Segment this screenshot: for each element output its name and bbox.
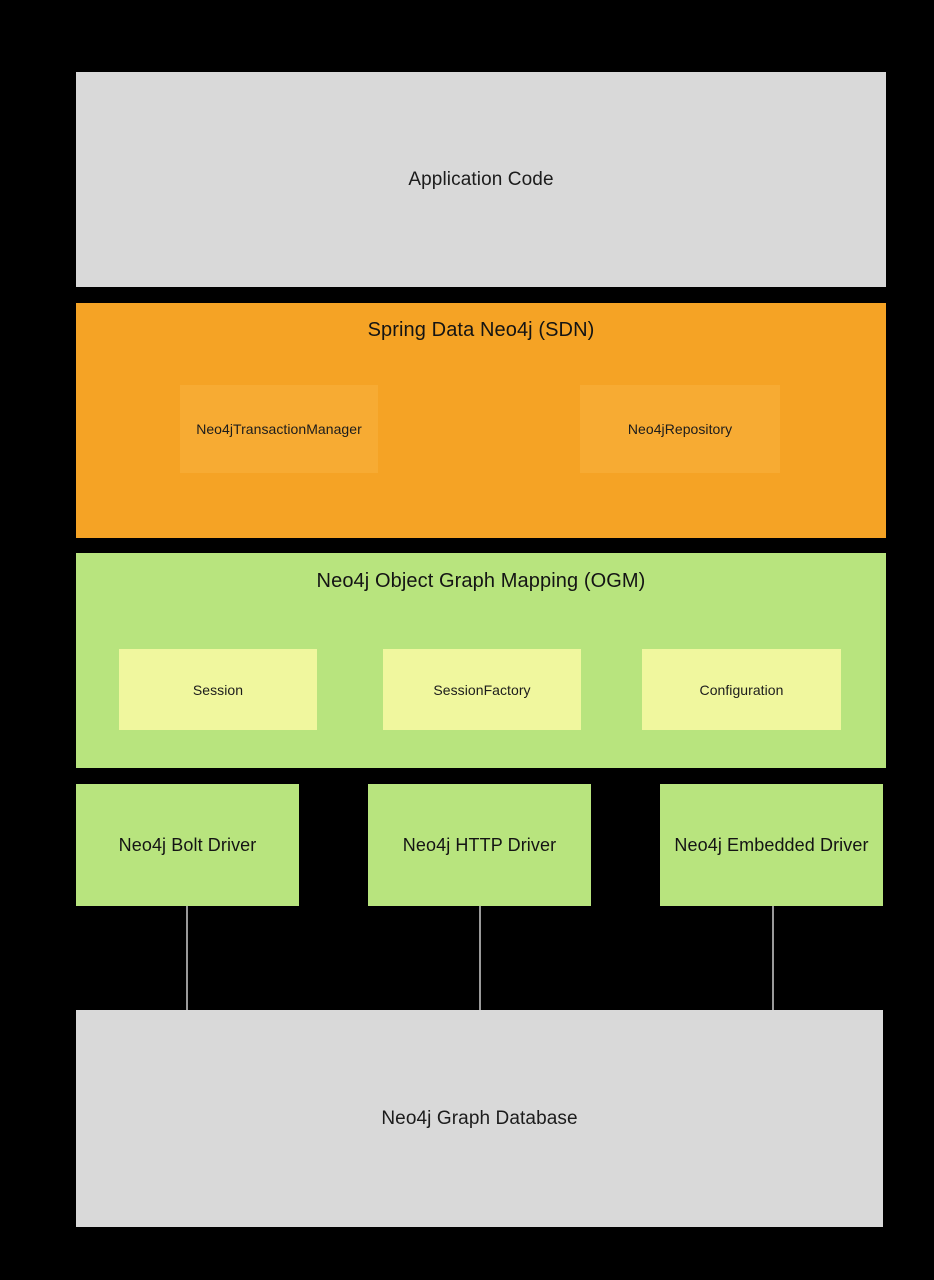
sdn-component-repository-label: Neo4jRepository [627, 421, 733, 437]
layer-neo4j-ogm: Neo4j Object Graph Mapping (OGM) Session… [76, 553, 886, 768]
ogm-component-configuration: Configuration [642, 649, 841, 730]
sdn-component-transaction-manager-label: Neo4jTransactionManager [196, 421, 362, 437]
ogm-component-configuration-label: Configuration [699, 681, 784, 698]
layer-spring-data-neo4j: Spring Data Neo4j (SDN) Neo4jTransaction… [76, 303, 886, 538]
driver-box-http: Neo4j HTTP Driver [368, 784, 591, 906]
ogm-component-session-label: Session [192, 681, 244, 698]
driver-box-embedded-label: Neo4j Embedded Driver [674, 834, 869, 855]
driver-box-http-label: Neo4j HTTP Driver [402, 834, 557, 855]
layer-neo4j-graph-database: Neo4j Graph Database [76, 1010, 883, 1227]
driver-box-embedded: Neo4j Embedded Driver [660, 784, 883, 906]
connector-line-embedded-to-database [772, 906, 774, 1010]
sdn-component-transaction-manager: Neo4jTransactionManager [180, 385, 378, 473]
sdn-title: Spring Data Neo4j (SDN) [367, 319, 595, 341]
sdn-component-repository: Neo4jRepository [580, 385, 780, 473]
driver-box-bolt-label: Neo4j Bolt Driver [118, 834, 257, 855]
driver-box-bolt: Neo4j Bolt Driver [76, 784, 299, 906]
application-code-label: Application Code [408, 168, 554, 190]
connector-line-bolt-to-database [186, 906, 188, 1010]
graph-database-label: Neo4j Graph Database [381, 1107, 578, 1129]
ogm-title: Neo4j Object Graph Mapping (OGM) [316, 570, 646, 592]
ogm-component-session: Session [119, 649, 317, 730]
ogm-component-session-factory-label: SessionFactory [433, 681, 531, 698]
connector-line-http-to-database [479, 906, 481, 1010]
layer-application-code: Application Code [76, 72, 886, 287]
ogm-component-session-factory: SessionFactory [383, 649, 581, 730]
